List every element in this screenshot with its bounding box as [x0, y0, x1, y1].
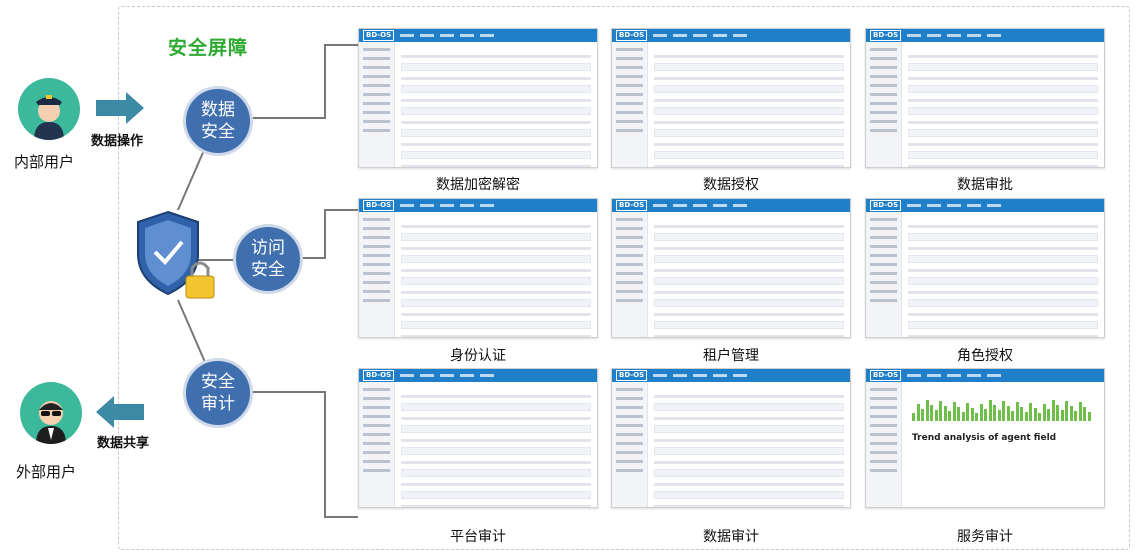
data-audit-caption: 数据审计: [703, 529, 759, 545]
app-logo: BD-OS: [870, 370, 902, 381]
identity-auth-screenshot: BD-OS: [358, 198, 598, 338]
inbound-arrow: [96, 92, 144, 124]
barrier-frame: [118, 6, 1130, 550]
data-security-node: 数据安全: [183, 86, 253, 156]
tenant-mgmt-screenshot: BD-OS: [611, 198, 851, 338]
diagram-title: 安全屏障: [168, 37, 249, 59]
internal-user-label: 内部用户: [14, 153, 75, 171]
data-approval-caption: 数据审批: [957, 177, 1013, 193]
platform-audit-caption: 平台审计: [450, 529, 506, 545]
content-area: [401, 389, 591, 507]
flow-arrows: [96, 92, 144, 428]
data-audit-screenshot: BD-OS: [611, 368, 851, 508]
role-authorization-screenshot: BD-OS: [865, 198, 1105, 338]
app-logo: BD-OS: [363, 370, 395, 381]
app-logo: BD-OS: [870, 200, 902, 211]
content-area: [908, 219, 1098, 337]
content-area: [908, 49, 1098, 167]
service-audit-screenshot: BD-OS Trend analysis of agent field: [865, 368, 1105, 508]
sidebar: [866, 42, 902, 167]
tenant-mgmt-caption: 租户管理: [703, 348, 759, 364]
content-area: [654, 49, 844, 167]
access-security-node: 访问安全: [233, 224, 303, 294]
trend-heading: Trend analysis of agent field: [912, 433, 1057, 443]
app-logo: BD-OS: [616, 30, 648, 41]
platform-audit-screenshot: BD-OS: [358, 368, 598, 508]
sidebar: [866, 212, 902, 337]
app-logo: BD-OS: [870, 30, 902, 41]
app-logo: BD-OS: [363, 200, 395, 211]
content-area: [401, 49, 591, 167]
identity-auth-caption: 身份认证: [450, 348, 506, 364]
app-logo: BD-OS: [363, 30, 395, 41]
shield-icon: [137, 210, 215, 299]
external-action-label: 数据共享: [97, 436, 150, 451]
role-authorization-caption: 角色授权: [957, 348, 1013, 364]
content-area: [654, 219, 844, 337]
content-area: [401, 219, 591, 337]
internal-action-label: 数据操作: [91, 134, 144, 149]
service-audit-caption: 服务审计: [957, 529, 1013, 545]
data-authorization-screenshot: BD-OS: [611, 28, 851, 168]
data-authorization-caption: 数据授权: [703, 177, 759, 193]
sidebar: [612, 382, 648, 507]
sidebar: [866, 382, 902, 507]
content-area: [654, 389, 844, 507]
sidebar: [612, 212, 648, 337]
app-logo: BD-OS: [616, 370, 648, 381]
data-approval-screenshot: BD-OS: [865, 28, 1105, 168]
security-audit-node: 安全审计: [183, 358, 253, 428]
sidebar: [359, 42, 395, 167]
outbound-arrow: [96, 396, 144, 428]
sidebar: [359, 382, 395, 507]
app-logo: BD-OS: [616, 200, 648, 211]
encrypt-decrypt-caption: 数据加密解密: [436, 177, 520, 193]
encrypt-decrypt-screenshot: BD-OS: [358, 28, 598, 168]
sidebar: [612, 42, 648, 167]
external-user-label: 外部用户: [16, 463, 77, 481]
agent-sunglasses-icon: [20, 382, 82, 444]
sidebar: [359, 212, 395, 337]
security-guard-icon: [18, 78, 80, 140]
